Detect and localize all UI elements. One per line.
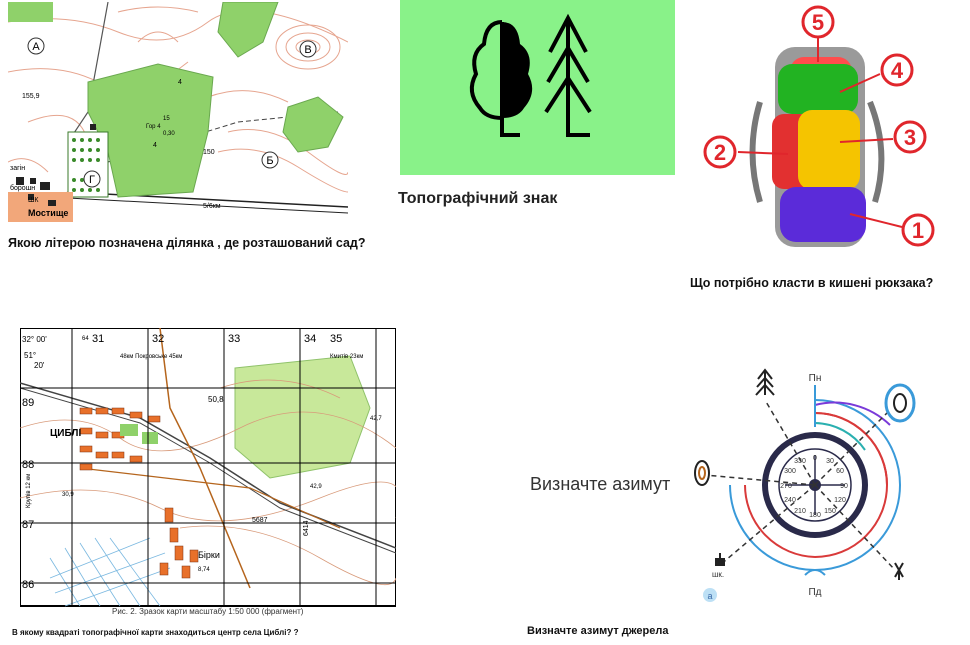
backpack-question: Що потрібно класти в кишені рюкзака? — [690, 276, 934, 290]
elev-42-7: 42,7 — [370, 416, 382, 422]
corner-min: 20' — [34, 361, 45, 370]
elev-6414: 6414 — [303, 520, 310, 536]
grid-map: 32° 00' 51° 20' 64 31 32 33 34 35 89 88 … — [19, 327, 401, 607]
road-krupiv: Крупів 12 км — [26, 474, 32, 508]
compass-card: Пн Пд шк. а 0 30 60 90 12 — [690, 365, 940, 605]
elev-5687: 5687 — [252, 517, 268, 524]
tick-90: 90 — [840, 483, 848, 490]
tick-330: 330 — [794, 458, 806, 465]
letter-v: В — [304, 44, 311, 56]
pocket-number-2: 2 — [714, 140, 726, 165]
elev-8-74: 8,74 — [198, 567, 210, 573]
tick-240: 240 — [784, 497, 796, 504]
row-87: 87 — [22, 519, 34, 531]
backpack-illustration: 5 4 3 2 1 — [703, 5, 935, 247]
point-a-label: а — [707, 591, 712, 601]
road-label: 5/6км — [203, 203, 221, 210]
row-86: 86 — [22, 579, 34, 591]
letter-a: А — [32, 41, 40, 53]
spring-icon — [884, 383, 916, 423]
col-32: 32 — [152, 333, 164, 345]
elev-42-9: 42,9 — [310, 484, 322, 490]
pocket-number-4: 4 — [891, 58, 904, 83]
col-31: 31 — [92, 333, 104, 345]
tick-300: 300 — [784, 468, 796, 475]
pocket-number-3: 3 — [904, 125, 916, 150]
windmill-icon — [894, 562, 904, 580]
pocket-number-5: 5 — [812, 10, 824, 35]
corner-deg: 51° — [24, 351, 36, 360]
elevation-155: 155,9 — [22, 93, 40, 100]
pocket-number-1: 1 — [912, 218, 924, 243]
mixed-forest-sign-icon — [469, 13, 592, 137]
tick-180: 180 — [809, 512, 821, 519]
row-88: 88 — [22, 459, 34, 471]
label-15: 15 — [163, 116, 170, 122]
village-name: Мостище — [28, 208, 68, 218]
letter-g: Г — [89, 174, 95, 186]
elev-30-9: 30,9 — [62, 492, 74, 498]
tick-0: 0 — [813, 455, 817, 462]
azimuth-side-label: Визначте азимут — [530, 474, 671, 494]
grid-map-card: 32° 00' 51° 20' 64 31 32 33 34 35 89 88 … — [19, 327, 401, 618]
garden-map: А В Б Г 155,9 4 4 150 Гор 4 15 0,30 загі… — [7, 1, 349, 222]
elev-50-8: 50,8 — [208, 395, 224, 404]
village-cybli: ЦИБЛІ — [50, 428, 81, 439]
garden-question: Якою літерою позначена ділянка , де розт… — [8, 236, 366, 250]
value-4a: 4 — [178, 79, 182, 86]
garden-map-card: А В Б Г 155,9 4 4 150 Гор 4 15 0,30 загі… — [7, 1, 349, 222]
village-birky: Бірки — [198, 550, 220, 560]
topo-sign-caption: Топографічний знак — [398, 190, 558, 207]
value-150: 150 — [203, 149, 215, 156]
spruce-tree-icon — [755, 368, 775, 396]
letter-b: Б — [266, 155, 273, 167]
col-33: 33 — [228, 333, 240, 345]
tick-30: 30 — [826, 458, 834, 465]
topo-sign-card — [400, 0, 675, 175]
grid-question: В якому квадраті топографічної карти зна… — [12, 628, 299, 637]
col-34: 34 — [304, 333, 316, 345]
label-borosh: борошн — [10, 184, 35, 192]
road-pokrovske: 48км Покровське 45км — [120, 354, 182, 360]
value-4b: 4 — [153, 142, 157, 149]
mound-icon — [694, 460, 710, 486]
col-35: 35 — [330, 333, 342, 345]
label-030: 0,30 — [163, 131, 175, 137]
col-64: 64 — [82, 336, 89, 342]
row-89: 89 — [22, 397, 34, 409]
tick-60: 60 — [836, 468, 844, 475]
label-gor: Гор 4 — [146, 124, 161, 130]
backpack-card: 5 4 3 2 1 — [690, 2, 960, 252]
corner-lat: 32° 00' — [22, 335, 47, 344]
tick-120: 120 — [834, 497, 846, 504]
tick-270: 270 — [780, 483, 792, 490]
north-label: Пн — [809, 373, 822, 384]
tick-210: 210 — [794, 508, 806, 515]
label-zagin: загін — [10, 164, 25, 172]
compass-diagram: Пн Пд шк. а 0 30 60 90 12 — [694, 368, 916, 602]
school-icon — [715, 553, 725, 566]
road-kmytiv: Кмитів 23км — [330, 354, 363, 360]
azimuth-question: Визначте азимут джерела — [527, 625, 669, 637]
school-label: шк. — [712, 570, 724, 579]
tick-150: 150 — [824, 508, 836, 515]
label-shk: ШК — [28, 197, 39, 204]
south-label: Пд — [808, 587, 821, 598]
map-figure-caption: Рис. 2. Зразок карти масштабу 1:50 000 (… — [112, 607, 304, 616]
